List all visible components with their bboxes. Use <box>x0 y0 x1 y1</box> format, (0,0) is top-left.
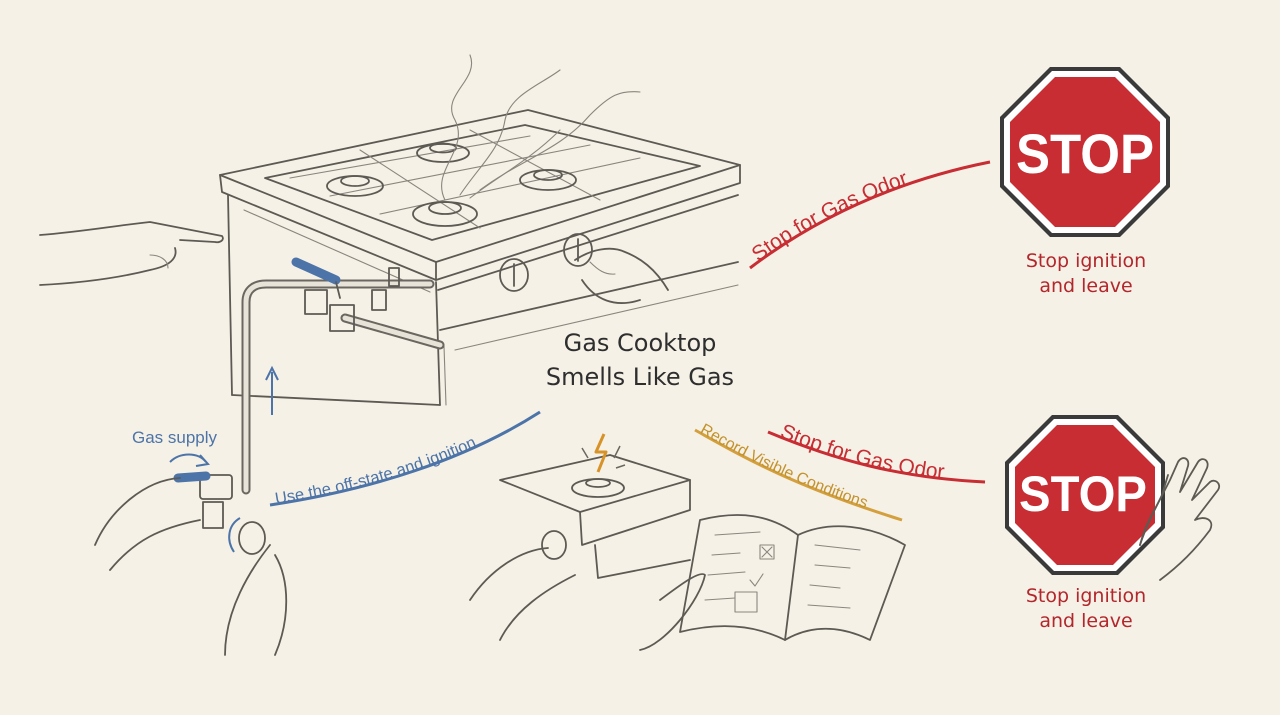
spark-icon <box>581 433 626 473</box>
center-title: Gas Cooktop Smells Like Gas <box>500 326 780 394</box>
ignition-knob-icon <box>469 530 576 641</box>
stove-illustration <box>219 109 741 406</box>
stop-caption-bottom-line-1: Stop ignition <box>1025 585 1147 607</box>
gas-supply-label: Gas supply <box>132 428 218 447</box>
valve-lever-icon <box>291 257 341 299</box>
stop-sign-bottom-icon: STOP <box>1005 415 1165 575</box>
center-title-line-1: Gas Cooktop <box>563 329 717 357</box>
stop-sign-top-text: STOP <box>1016 122 1154 185</box>
stop-caption-top-line-1: Stop ignition <box>1025 250 1147 272</box>
stove-knobs <box>499 233 593 292</box>
gas-odor-wisps <box>441 54 641 201</box>
stop-sign-bottom-text: STOP <box>1019 466 1147 522</box>
notebook-icon <box>639 514 906 651</box>
branch-label-stop-top: Stop for Gas Odor <box>748 167 911 266</box>
hands-on-valve-icon <box>94 477 288 656</box>
stop-caption-top-line-2: and leave <box>1039 275 1133 297</box>
burner-front-left <box>326 175 384 197</box>
burner-back <box>416 142 470 163</box>
center-title-line-2: Smells Like Gas <box>545 363 735 391</box>
stop-caption-bottom: Stop ignition and leave <box>986 584 1186 634</box>
gas-pipe <box>241 267 445 495</box>
branch-label-off-state: Use the off-state and ignition <box>274 433 479 508</box>
ignition-stove-illustration <box>499 454 691 579</box>
burner-right <box>519 169 577 191</box>
burner-front-center <box>412 201 478 227</box>
flow-up-arrow-icon <box>265 365 279 415</box>
connector-stop-top <box>748 160 992 270</box>
pointing-hand-icon <box>39 221 224 286</box>
raised-hand-icon <box>1139 457 1221 581</box>
stop-sign-top-icon: STOP <box>1000 67 1170 237</box>
supply-shutoff-valve <box>169 453 266 555</box>
stop-caption-top: Stop ignition and leave <box>986 249 1186 299</box>
hand-on-knob-icon <box>574 247 669 304</box>
stop-caption-bottom-line-2: and leave <box>1039 610 1133 632</box>
